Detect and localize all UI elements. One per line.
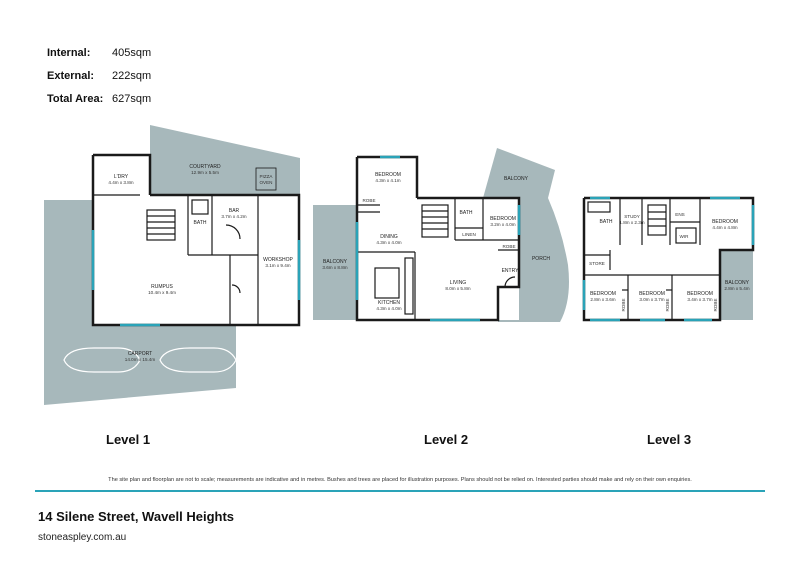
l3-bed-b-size: 3.0m x 3.7m bbox=[639, 297, 664, 302]
living-size: 8.0m x 5.8m bbox=[445, 286, 470, 291]
laundry-room bbox=[93, 155, 150, 195]
bar-label: BAR bbox=[229, 208, 240, 214]
l2-balcony-top-label: BALCONY bbox=[504, 176, 529, 182]
workshop-label: WORKSHOP bbox=[263, 257, 293, 263]
total-area-value: 627sqm bbox=[112, 93, 152, 105]
l2-bedroom-label: BEDROOM bbox=[375, 172, 401, 178]
l3-bed-a-label: BEDROOM bbox=[590, 291, 616, 297]
l2-bedroom2-size: 3.2m x 4.0m bbox=[490, 222, 515, 227]
level-3-interior-lower bbox=[584, 250, 720, 320]
rumpus-size: 10.4m x 9.4m bbox=[148, 290, 176, 295]
store-label: STORE bbox=[589, 261, 605, 266]
l2-bedroom-area bbox=[357, 157, 417, 198]
level-3-plan: BATH STUDY 1.8m x 2.3m ENS WIR BEDROOM 4… bbox=[582, 196, 755, 322]
workshop-size: 3.1m x 9.4m bbox=[265, 263, 290, 268]
rumpus-label: RUMPUS bbox=[151, 284, 173, 290]
level-3-interior bbox=[584, 198, 753, 250]
courtyard-area bbox=[150, 125, 300, 195]
l3-robe-b-label: ROBE bbox=[665, 298, 670, 311]
level-2-plan: BEDROOM 4.3m x 4.1m ROBE BALCONY BATH LI… bbox=[313, 148, 569, 322]
level-1-title: Level 1 bbox=[106, 432, 151, 447]
l3-bed-c-label: BEDROOM bbox=[687, 291, 713, 297]
external-label: External: bbox=[47, 70, 95, 82]
disclaimer-text: The site plan and floorplan are not to s… bbox=[108, 477, 692, 483]
l3-robe-a-label: ROBE bbox=[621, 298, 626, 311]
study-size: 1.8m x 2.3m bbox=[619, 220, 644, 225]
l3-balcony-label: BALCONY bbox=[725, 280, 750, 286]
total-area-label: Total Area: bbox=[47, 93, 104, 105]
external-value: 222sqm bbox=[112, 70, 152, 82]
l3-balcony-size: 2.8m x 5.4m bbox=[724, 286, 749, 291]
pizza-oven bbox=[255, 167, 277, 191]
courtyard-size: 12.9m x 5.5m bbox=[191, 170, 219, 175]
l3-bath-label: BATH bbox=[600, 219, 613, 225]
level-1-plan: L'DRY 4.4m x 3.8m COURTYARD 12.9m x 5.5m… bbox=[44, 125, 301, 405]
l1-bath-label: BATH bbox=[194, 220, 207, 226]
pizza-oven-label-2: OVEN bbox=[259, 180, 272, 185]
kitchen-size: 4.3m x 4.0m bbox=[376, 306, 401, 311]
l3-bed-c-size: 3.4m x 3.7m bbox=[687, 297, 712, 302]
l2-balcony-left-size: 3.6m x 8.8m bbox=[322, 265, 347, 270]
level-3-title: Level 3 bbox=[647, 432, 692, 447]
property-address: 14 Silene Street, Wavell Heights bbox=[38, 509, 235, 524]
l2-robe-label: ROBE bbox=[362, 198, 375, 203]
courtyard-label: COURTYARD bbox=[189, 164, 221, 170]
wir-label: WIR bbox=[680, 234, 690, 239]
level-2-interior bbox=[357, 198, 519, 320]
l3-bed-b-label: BEDROOM bbox=[639, 291, 665, 297]
level-1-interior bbox=[93, 195, 299, 325]
carport-label: CARPORT bbox=[128, 351, 152, 357]
ens-label: ENS bbox=[675, 212, 684, 217]
l3-master-size: 4.4m x 4.8m bbox=[712, 225, 737, 230]
l2-balcony-left-label: BALCONY bbox=[323, 259, 348, 265]
level-2-title: Level 2 bbox=[424, 432, 469, 447]
l3-master-label: BEDROOM bbox=[712, 219, 738, 225]
l2-linen-label: LINEN bbox=[462, 232, 476, 237]
l3-balcony-area bbox=[720, 250, 753, 320]
living-label: LIVING bbox=[450, 280, 467, 286]
l2-robe2-label: ROBE bbox=[502, 244, 515, 249]
laundry-size: 4.4m x 3.8m bbox=[108, 180, 133, 185]
l3-bed-a-size: 2.8m x 3.6m bbox=[590, 297, 615, 302]
laundry-label: L'DRY bbox=[114, 174, 129, 180]
bar-size: 3.7m x 4.2m bbox=[221, 214, 246, 219]
pizza-oven-label: PIZZA bbox=[259, 174, 273, 179]
agency-website-link[interactable]: stoneaspley.com.au bbox=[38, 532, 127, 543]
balcony-left-area bbox=[313, 205, 357, 320]
porch-label: PORCH bbox=[532, 256, 550, 262]
car-icon bbox=[63, 347, 237, 373]
carport-size: 14.0m x 15.4m bbox=[125, 357, 156, 362]
l2-bedroom2-label: BEDROOM bbox=[490, 216, 516, 222]
entry-label: ENTRY bbox=[502, 268, 520, 274]
l3-robe-c-label: ROBE bbox=[713, 298, 718, 311]
l2-bath-label: BATH bbox=[460, 210, 473, 216]
balcony-top-area bbox=[483, 148, 555, 198]
dining-size: 4.3m x 4.0m bbox=[376, 240, 401, 245]
kitchen-label: KITCHEN bbox=[378, 300, 400, 306]
dining-label: DINING bbox=[380, 234, 398, 240]
study-label: STUDY bbox=[624, 214, 640, 219]
divider-rule bbox=[35, 490, 765, 492]
l2-bedroom-size: 4.3m x 4.1m bbox=[375, 178, 400, 183]
internal-label: Internal: bbox=[47, 47, 91, 59]
internal-value: 405sqm bbox=[112, 47, 152, 59]
